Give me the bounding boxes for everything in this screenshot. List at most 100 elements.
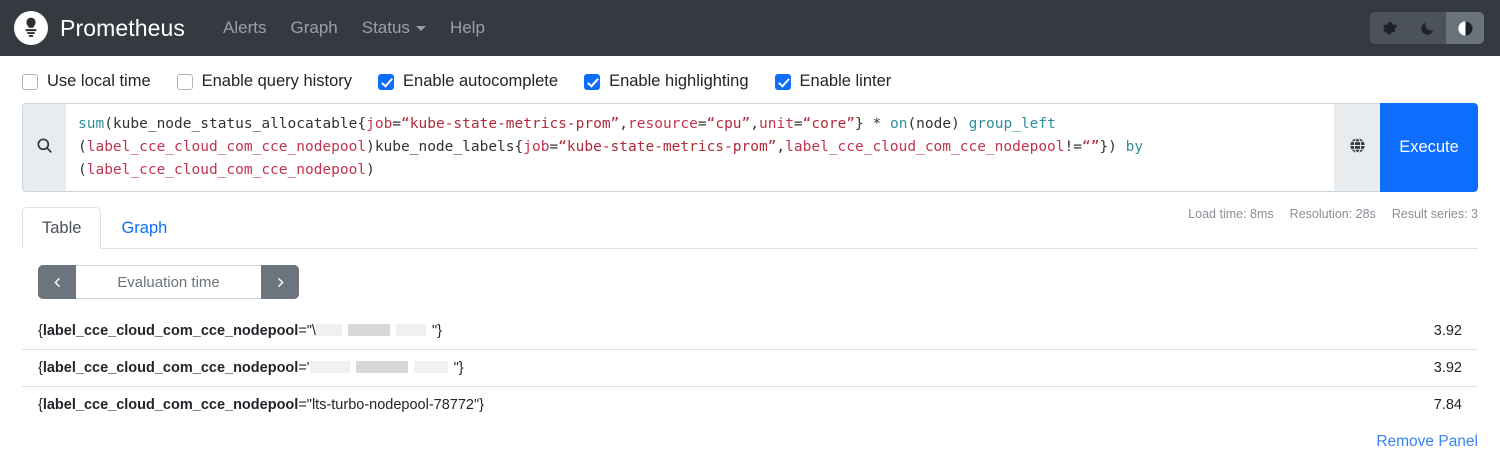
metric-equals: =" bbox=[298, 397, 312, 413]
execute-button[interactable]: Execute bbox=[1380, 103, 1478, 192]
tab-table[interactable]: Table bbox=[22, 206, 102, 249]
expr-token: , bbox=[776, 139, 786, 155]
theme-auto-button[interactable] bbox=[1446, 12, 1484, 44]
remove-panel-link[interactable]: Remove Panel bbox=[1376, 433, 1478, 450]
redacted-value bbox=[315, 324, 342, 336]
query-options-row: Use local time Enable query history Enab… bbox=[0, 56, 1500, 103]
nav-link-help[interactable]: Help bbox=[438, 12, 497, 44]
evaluation-time-next-button[interactable] bbox=[261, 265, 299, 299]
metric-brace-close: "} bbox=[431, 323, 442, 339]
moon-icon bbox=[1419, 20, 1436, 37]
chevron-down-icon bbox=[415, 25, 426, 31]
expr-token: = bbox=[549, 139, 559, 155]
expr-token: ) bbox=[366, 162, 375, 178]
option-enable-autocomplete[interactable]: Enable autocomplete bbox=[378, 72, 558, 91]
chevron-left-icon bbox=[51, 275, 64, 290]
stat-load-time: Load time: 8ms bbox=[1188, 207, 1274, 221]
expr-token: (kube_node_status_allocatable{ bbox=[104, 116, 367, 132]
result-tabs: Table Graph Load time: 8ms Resolution: 2… bbox=[22, 206, 1478, 249]
label-enable-query-history: Enable query history bbox=[201, 72, 353, 90]
expr-token: ( bbox=[78, 139, 87, 155]
metric-label-value: lts-turbo-nodepool-78772 bbox=[311, 397, 474, 413]
redacted-value bbox=[395, 324, 426, 336]
navbar: Prometheus Alerts Graph Status Help bbox=[0, 0, 1500, 56]
redacted-value bbox=[309, 361, 350, 373]
redacted-value bbox=[347, 324, 390, 336]
metric-label-key: label_cce_cloud_com_cce_nodepool bbox=[42, 397, 299, 413]
checkbox-enable-query-history[interactable] bbox=[176, 73, 193, 90]
sample-value: 7.84 bbox=[1433, 397, 1462, 413]
option-enable-linter[interactable]: Enable linter bbox=[774, 72, 892, 91]
expr-token: kube_node_labels{ bbox=[374, 139, 524, 155]
theme-dark-button[interactable] bbox=[1408, 12, 1446, 44]
expr-token: resource bbox=[628, 116, 698, 132]
checkbox-enable-autocomplete[interactable] bbox=[378, 73, 395, 90]
expr-token: “” bbox=[1081, 139, 1100, 155]
prometheus-torch-icon bbox=[14, 11, 48, 45]
label-enable-linter: Enable linter bbox=[799, 72, 892, 90]
metric-cell: {label_cce_cloud_com_cce_nodepool="\"} bbox=[22, 313, 1328, 350]
expr-token: job bbox=[523, 139, 550, 155]
evaluation-time-prev-button[interactable] bbox=[38, 265, 76, 299]
expr-token: , bbox=[619, 116, 629, 132]
checkbox-use-local-time[interactable] bbox=[22, 73, 38, 90]
theme-light-button[interactable] bbox=[1370, 12, 1408, 44]
expr-token: , bbox=[750, 116, 759, 132]
option-enable-highlighting[interactable]: Enable highlighting bbox=[584, 72, 749, 91]
expr-token: (node) bbox=[907, 116, 969, 132]
expr-token: “kube-state-metrics-prom” bbox=[401, 116, 620, 132]
brand-link[interactable]: Prometheus bbox=[14, 11, 185, 45]
checkbox-enable-highlighting[interactable] bbox=[584, 73, 601, 90]
query-expression-input[interactable]: sum(kube_node_status_allocatable{job=“ku… bbox=[66, 103, 1334, 192]
gear-icon bbox=[1381, 20, 1398, 37]
label-use-local-time: Use local time bbox=[47, 72, 151, 90]
metric-cell: {label_cce_cloud_com_cce_nodepool="lts-t… bbox=[22, 387, 1328, 424]
expr-token: * bbox=[872, 116, 890, 132]
tab-graph[interactable]: Graph bbox=[121, 218, 168, 237]
expr-token: unit bbox=[759, 116, 794, 132]
metric-brace-open: { bbox=[38, 323, 43, 339]
panel-footer: Remove Panel bbox=[0, 423, 1500, 451]
chevron-right-icon bbox=[274, 275, 287, 290]
table-row: {label_cce_cloud_com_cce_nodepool="\"}3.… bbox=[22, 313, 1478, 350]
expr-token: “kube-state-metrics-prom” bbox=[558, 139, 777, 155]
option-use-local-time[interactable]: Use local time bbox=[22, 72, 151, 91]
nav-label-graph: Graph bbox=[290, 18, 338, 37]
nav-link-status[interactable]: Status bbox=[350, 12, 438, 44]
theme-switcher bbox=[1370, 12, 1484, 44]
metrics-explorer-wrap bbox=[1334, 103, 1380, 192]
redacted-value bbox=[413, 361, 448, 373]
expr-token: ( bbox=[78, 162, 87, 178]
metric-brace-open: { bbox=[38, 360, 43, 376]
expr-token: job bbox=[366, 116, 393, 132]
option-enable-query-history[interactable]: Enable query history bbox=[176, 72, 353, 91]
metric-cell: {label_cce_cloud_com_cce_nodepool='"} bbox=[22, 350, 1328, 387]
metric-equals: ="\ bbox=[298, 323, 316, 339]
evaluation-time-group: Evaluation time bbox=[38, 265, 299, 299]
expr-token: = bbox=[793, 116, 803, 132]
expr-token: != bbox=[1064, 139, 1082, 155]
checkbox-enable-linter[interactable] bbox=[774, 73, 791, 90]
stat-result-series: Result series: 3 bbox=[1391, 207, 1478, 221]
table-row: {label_cce_cloud_com_cce_nodepool='"}3.9… bbox=[22, 349, 1478, 387]
evaluation-time-input[interactable]: Evaluation time bbox=[76, 265, 261, 299]
globe-icon[interactable] bbox=[1348, 136, 1367, 160]
nav-link-alerts[interactable]: Alerts bbox=[211, 12, 278, 44]
query-input-group: sum(kube_node_status_allocatable{job=“ku… bbox=[22, 103, 1478, 192]
label-enable-highlighting: Enable highlighting bbox=[609, 72, 749, 90]
expr-token: = bbox=[697, 116, 707, 132]
contrast-icon bbox=[1456, 19, 1475, 38]
expr-token: label_cce_cloud_com_cce_nodepool bbox=[785, 139, 1065, 155]
expr-token: sum bbox=[78, 116, 105, 132]
label-enable-autocomplete: Enable autocomplete bbox=[403, 72, 559, 90]
nav-label-alerts: Alerts bbox=[223, 18, 267, 37]
evaluation-time-wrap: Evaluation time bbox=[0, 249, 1500, 299]
expr-token: group_left bbox=[968, 116, 1056, 132]
nav-link-graph[interactable]: Graph bbox=[278, 12, 349, 44]
nav-items: Alerts Graph Status Help bbox=[211, 12, 497, 44]
nav-label-help: Help bbox=[449, 18, 485, 37]
expr-token: = bbox=[392, 116, 402, 132]
expr-token: on bbox=[889, 116, 908, 132]
table-row: {label_cce_cloud_com_cce_nodepool="lts-t… bbox=[22, 386, 1478, 424]
expr-token: }) bbox=[1099, 139, 1126, 155]
